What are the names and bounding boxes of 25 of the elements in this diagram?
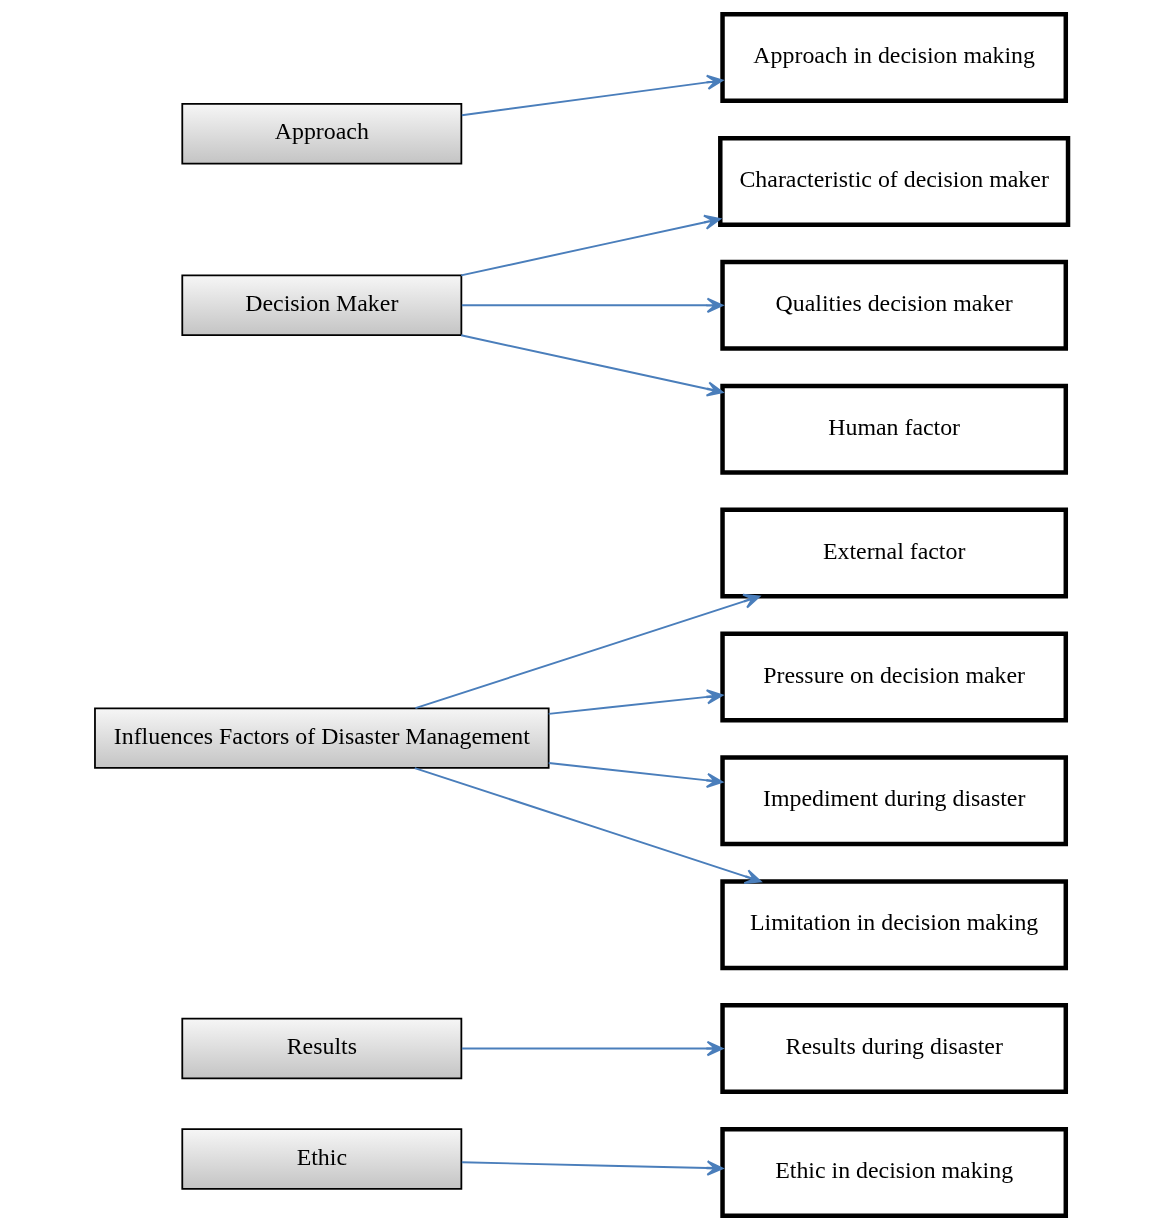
node-box: Results bbox=[180, 1017, 462, 1080]
node-box: Results during disaster bbox=[719, 1003, 1068, 1095]
arrow bbox=[413, 767, 762, 885]
arrow bbox=[460, 297, 723, 313]
node-box: Ethic bbox=[180, 1128, 462, 1190]
arrow bbox=[459, 334, 723, 397]
arrow bbox=[459, 214, 721, 277]
node-box: Human factor bbox=[719, 383, 1068, 475]
node-box: Impediment during disaster bbox=[719, 755, 1068, 847]
arrow bbox=[547, 761, 723, 789]
node-box: Approach bbox=[180, 102, 462, 165]
node-box: Characteristic of decision maker bbox=[717, 135, 1070, 227]
arrow bbox=[460, 1160, 723, 1176]
arrow bbox=[460, 1040, 723, 1057]
node-box: Approach in decision making bbox=[719, 12, 1068, 104]
node-box: Decision Maker bbox=[180, 274, 462, 337]
node-box: Influences Factors of Disaster Management bbox=[93, 707, 550, 769]
node-box: Pressure on decision maker bbox=[719, 631, 1068, 723]
node-box: Ethic in decision making bbox=[719, 1126, 1068, 1218]
arrow bbox=[547, 689, 723, 715]
node-box: Limitation in decision making bbox=[719, 879, 1068, 971]
node-box: Qualities decision maker bbox=[719, 259, 1068, 351]
node-box: External factor bbox=[719, 507, 1068, 599]
arrow bbox=[413, 593, 760, 710]
arrow bbox=[460, 74, 723, 117]
